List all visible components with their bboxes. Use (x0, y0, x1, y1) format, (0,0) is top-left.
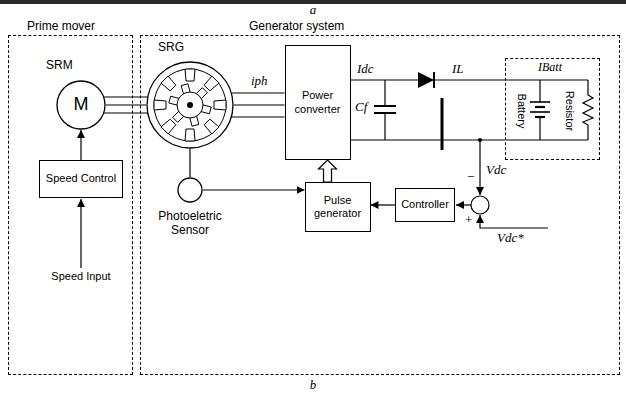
reference-arrow (480, 215, 548, 228)
process-box: Power converter (285, 45, 351, 160)
node-text: Speed Control (46, 172, 116, 185)
sensor-circle: Photoeletric Sensor (177, 177, 203, 203)
node-heading: Prime mover (27, 19, 95, 33)
signal-name: IBatt (538, 61, 562, 75)
component-name: Cf (355, 100, 367, 115)
link-bar (441, 98, 444, 150)
panel-letter: b (310, 378, 317, 393)
node-text: Controller (401, 198, 449, 211)
node-text: Battery (514, 94, 527, 129)
error-arrow (456, 204, 471, 205)
phase-wire (231, 92, 284, 93)
node-caption: Photoeletric Sensor (145, 209, 235, 238)
node-text: Pulse generator (310, 194, 366, 220)
phase-wire (104, 112, 148, 113)
signal-name: iph (251, 74, 268, 89)
group-region: Prime moverSRMMSpeed Control (8, 35, 133, 375)
connector (203, 189, 305, 190)
node-heading: SRG (158, 40, 184, 54)
phase-wire (104, 96, 148, 97)
generator-symbol: SRG (146, 61, 234, 149)
resistor-symbol (583, 80, 593, 140)
node-text: Resistor (562, 91, 575, 131)
connector (371, 204, 396, 205)
node-text: M (74, 94, 89, 116)
signal-name: IL (452, 62, 464, 77)
feedback-arrow (479, 140, 480, 195)
sign-mark: + (465, 213, 472, 228)
capacitor-symbol (374, 80, 396, 140)
connector (351, 79, 506, 80)
signal-name: Vdc* (497, 231, 524, 246)
signal-name: Idc (357, 62, 374, 77)
signal-name: Vdc (486, 163, 506, 178)
machine-outline (146, 61, 234, 149)
summing-junction (471, 196, 489, 214)
group-region: Generator systemSRGPower converterBatter… (140, 35, 620, 375)
motor-circle: SRMM (56, 80, 106, 130)
connector (234, 104, 285, 105)
process-box: Pulse generator (305, 182, 371, 232)
phase-wire (231, 116, 284, 117)
block-arrow (319, 160, 337, 182)
connector (80, 130, 81, 160)
connector (189, 149, 190, 177)
connector (351, 139, 506, 140)
process-box: Controller (395, 188, 455, 222)
node-heading: Generator system (249, 19, 344, 33)
node-heading: SRM (46, 58, 73, 72)
sign-mark: − (467, 170, 474, 185)
input-arrow (80, 199, 81, 268)
input-label: Speed Input (51, 270, 110, 283)
process-box: Speed Control (39, 160, 123, 198)
battery-symbol (506, 80, 588, 140)
panel-letter: a (310, 3, 317, 18)
node-text: Power converter (290, 89, 346, 115)
circle-outline (177, 177, 203, 203)
